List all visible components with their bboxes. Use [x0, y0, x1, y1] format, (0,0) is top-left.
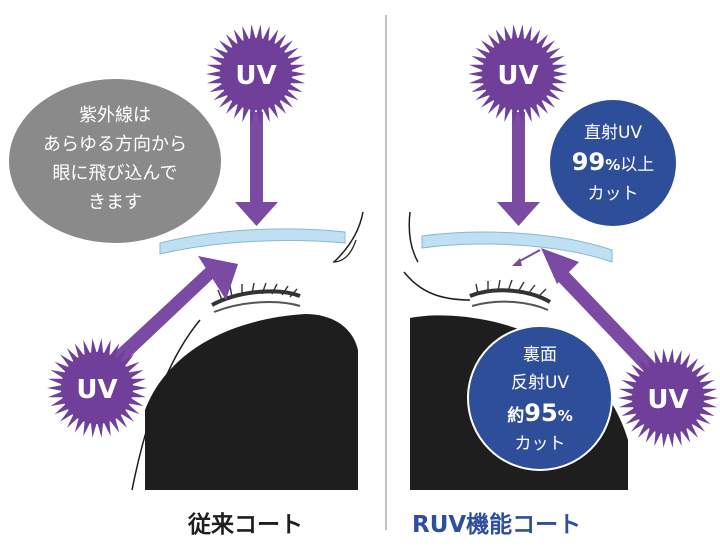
- bubble-text-line: あらゆる方向から: [43, 134, 187, 155]
- face-profile-line-left: [131, 319, 201, 491]
- forehead-line-left: [333, 211, 364, 263]
- bubble-text-line: 反射UV: [511, 373, 569, 393]
- lens-icon: [159, 228, 346, 255]
- uv-burst-icon: [468, 24, 568, 124]
- bubble-text-line: 約95%: [507, 399, 572, 427]
- arrow-icon: [512, 249, 541, 266]
- caption-ruv-coat: RUV機能コート: [412, 512, 582, 538]
- lens-icon: [421, 231, 613, 263]
- uv-label-right-bottom: UV: [647, 385, 688, 415]
- info-bubble-blue-top: [550, 100, 676, 226]
- arrow-icon: [235, 112, 278, 226]
- uv-burst-icon: [206, 24, 306, 124]
- face-silhouette-left: [145, 314, 358, 490]
- bubble-text-line: 直射UV: [584, 123, 642, 143]
- caption-conventional-coat: 従来コート: [188, 512, 303, 538]
- bubble-percent-sign: %: [605, 156, 620, 174]
- uv-label-left-bottom: UV: [76, 375, 117, 405]
- bubble-text-line: カット: [515, 434, 566, 454]
- uv-burst-icon: [618, 348, 718, 448]
- bubble-percent-sign: %: [558, 407, 573, 425]
- eye-icon: [211, 282, 301, 313]
- bubble-percent-suffix: 以上: [620, 155, 654, 175]
- bubble-text-line: 眼に飛び込んで: [52, 163, 177, 184]
- bubble-text-line: 裏面: [523, 344, 557, 365]
- bubble-text-line: 紫外線は: [79, 105, 151, 126]
- bubble-percent-number: 99: [572, 148, 605, 176]
- bubble-text-line: カット: [588, 184, 639, 204]
- uv-label-left-top: UV: [235, 61, 276, 91]
- arrow-icon: [102, 256, 238, 374]
- arrow-icon: [497, 112, 540, 226]
- forehead-line-right: [408, 211, 419, 263]
- info-bubble-blue-bottom: [467, 325, 613, 471]
- uv-label-right-top: UV: [497, 61, 538, 91]
- bubble-percent-number: 95: [524, 399, 557, 427]
- eye-icon: [469, 279, 552, 311]
- arrow-icon: [541, 248, 660, 378]
- lens-frame-line-left: [332, 239, 357, 263]
- bubble-text-line: きます: [88, 192, 142, 213]
- bubble-approx-prefix: 約: [507, 405, 524, 426]
- uv-burst-icon: [47, 338, 147, 438]
- info-bubble-gray: [9, 79, 221, 243]
- face-profile-line-right: [403, 271, 471, 301]
- bubble-text-line: 99%以上: [572, 148, 654, 176]
